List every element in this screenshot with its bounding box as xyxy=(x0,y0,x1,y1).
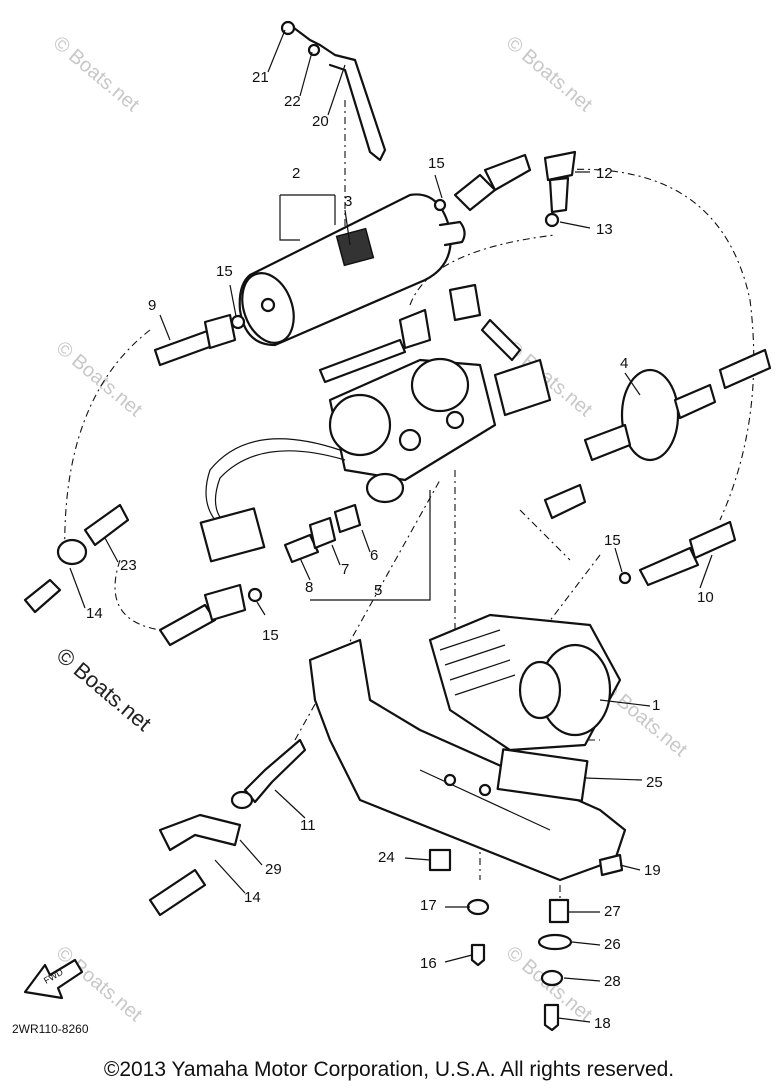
bolt-12 xyxy=(543,150,577,228)
callout-27: 27 xyxy=(604,903,621,920)
solenoid-valve-block xyxy=(199,283,552,563)
callout-13: 13 xyxy=(596,221,613,238)
callout-14: 14 xyxy=(86,605,103,622)
callout-15: 15 xyxy=(262,627,279,644)
callout-26: 26 xyxy=(604,936,621,953)
watermark-main: © Boats.net xyxy=(52,643,156,736)
callout-20: 20 xyxy=(312,113,329,130)
callout-15: 15 xyxy=(216,263,233,280)
callout-22: 22 xyxy=(284,93,301,110)
watermark: © Boats.net xyxy=(49,32,144,116)
callout-21: 21 xyxy=(252,69,269,86)
pump-motor xyxy=(428,613,622,752)
callout-14: 14 xyxy=(244,889,261,906)
callout-7: 7 xyxy=(341,561,349,578)
hose-fitting-10 xyxy=(618,520,737,587)
callout-6: 6 xyxy=(370,547,378,564)
callout-9: 9 xyxy=(148,297,156,314)
hose-fitting-bottom xyxy=(158,583,263,647)
callouts: 21 22 20 2 3 15 12 13 15 9 4 23 14 8 7 6… xyxy=(86,69,714,1032)
callout-19: 19 xyxy=(644,862,661,879)
callout-2: 2 xyxy=(292,165,300,182)
hose-fitting-11 xyxy=(148,738,307,917)
copyright-footer: ©2013 Yamaha Motor Corporation, U.S.A. A… xyxy=(103,1058,675,1081)
callout-15: 15 xyxy=(604,532,621,549)
fuel-pump-body xyxy=(238,193,466,347)
callout-25: 25 xyxy=(646,774,663,791)
hose-fitting-9 xyxy=(153,313,246,367)
callout-28: 28 xyxy=(604,973,621,990)
callout-1: 1 xyxy=(652,697,660,714)
callout-15: 15 xyxy=(428,155,445,172)
callout-5: 5 xyxy=(374,582,382,599)
watermark: © Boats.net xyxy=(502,32,597,116)
callout-10: 10 xyxy=(697,589,714,606)
hose-fitting-23 xyxy=(23,503,130,614)
strap-bracket xyxy=(280,20,387,162)
watermark: © Boats.net xyxy=(52,337,147,421)
callout-8: 8 xyxy=(305,579,313,596)
callout-4: 4 xyxy=(620,355,628,372)
callout-24: 24 xyxy=(378,849,395,866)
hardware xyxy=(428,848,624,1032)
diagram-code: 2WR110-8260 xyxy=(12,1022,89,1036)
callout-29: 29 xyxy=(265,861,282,878)
callout-16: 16 xyxy=(420,955,437,972)
fuel-filter xyxy=(543,348,772,520)
hose-fitting-top xyxy=(433,153,532,212)
fwd-arrow-icon: FWD xyxy=(23,958,84,1000)
callout-18: 18 xyxy=(594,1015,611,1032)
callout-12: 12 xyxy=(596,165,613,182)
watermark: © Boats.net xyxy=(52,942,147,1026)
valve-fittings xyxy=(283,472,405,564)
callout-23: 23 xyxy=(120,557,137,574)
mounting-bracket xyxy=(308,638,627,882)
callout-3: 3 xyxy=(344,193,352,210)
callout-17: 17 xyxy=(420,897,437,914)
leader-lines xyxy=(69,29,713,1023)
callout-11: 11 xyxy=(300,817,316,834)
